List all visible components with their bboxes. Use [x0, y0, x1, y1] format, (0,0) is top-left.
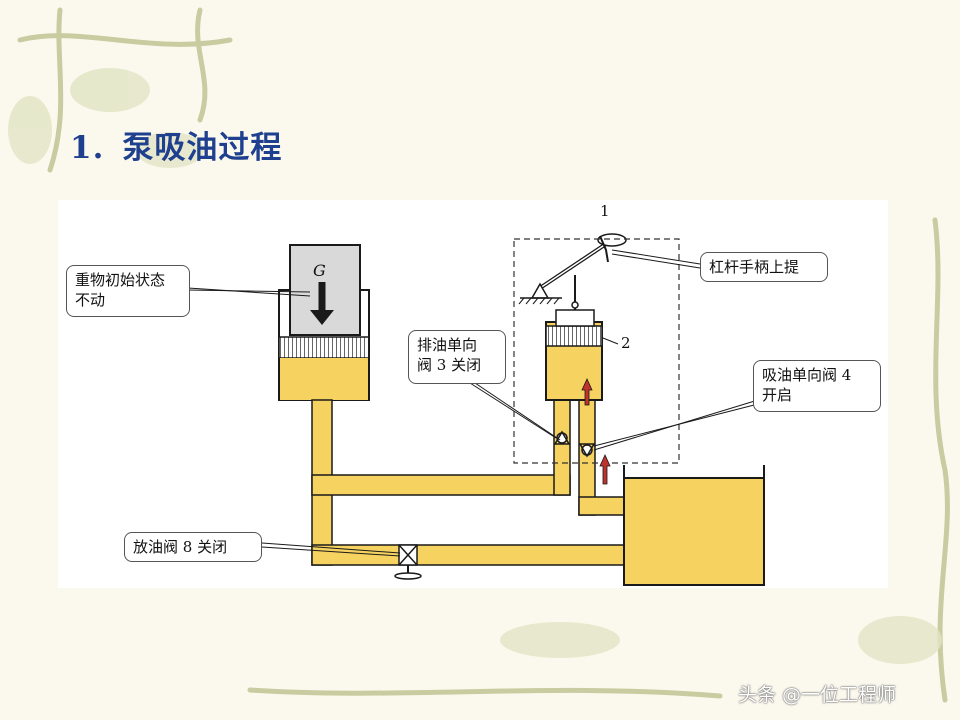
- callout-lever-text: 杠杆手柄上提: [709, 258, 800, 276]
- part-label-2: 2: [621, 334, 631, 352]
- suction-check-valve-4: [578, 443, 596, 458]
- part-label-1: 1: [600, 202, 610, 220]
- callout-suction-line2: 开启: [762, 386, 793, 404]
- callout-drain-text: 放油阀 8 关闭: [133, 538, 228, 556]
- callout-discharge-line2: 阀 3 关闭: [417, 356, 482, 374]
- lever-handle: [518, 233, 627, 305]
- callout-drain-valve: 放油阀 8 关闭: [124, 532, 262, 562]
- callout-weight-line1: 重物初始状态: [75, 271, 166, 289]
- callout-lever: 杠杆手柄上提: [700, 252, 828, 282]
- flow-arrows: [581, 378, 611, 485]
- callout-weight: 重物初始状态 不动: [66, 265, 190, 317]
- callout-discharge-line1: 排油单向: [417, 336, 478, 354]
- callout-discharge-valve: 排油单向 阀 3 关闭: [408, 330, 506, 384]
- small-pump-cylinder: [545, 275, 603, 401]
- callout-suction-line1: 吸油单向阀 4: [762, 366, 852, 384]
- callout-suction-valve: 吸油单向阀 4 开启: [753, 360, 881, 412]
- title-text: 泵吸油过程: [122, 130, 283, 166]
- weight-symbol: G: [313, 261, 326, 280]
- pump-boundary: [513, 238, 680, 464]
- watermark: 头条 @一位工程师: [738, 684, 897, 706]
- slide-title: 1. 泵吸油过程: [70, 122, 282, 167]
- oil-tank: [623, 465, 765, 586]
- leader-lines: [187, 249, 759, 557]
- oil-pipes: [311, 389, 625, 566]
- title-number: 1.: [70, 130, 105, 166]
- callout-weight-line2: 不动: [75, 291, 106, 309]
- weight-block: [289, 244, 361, 336]
- drain-valve-8: [394, 544, 422, 580]
